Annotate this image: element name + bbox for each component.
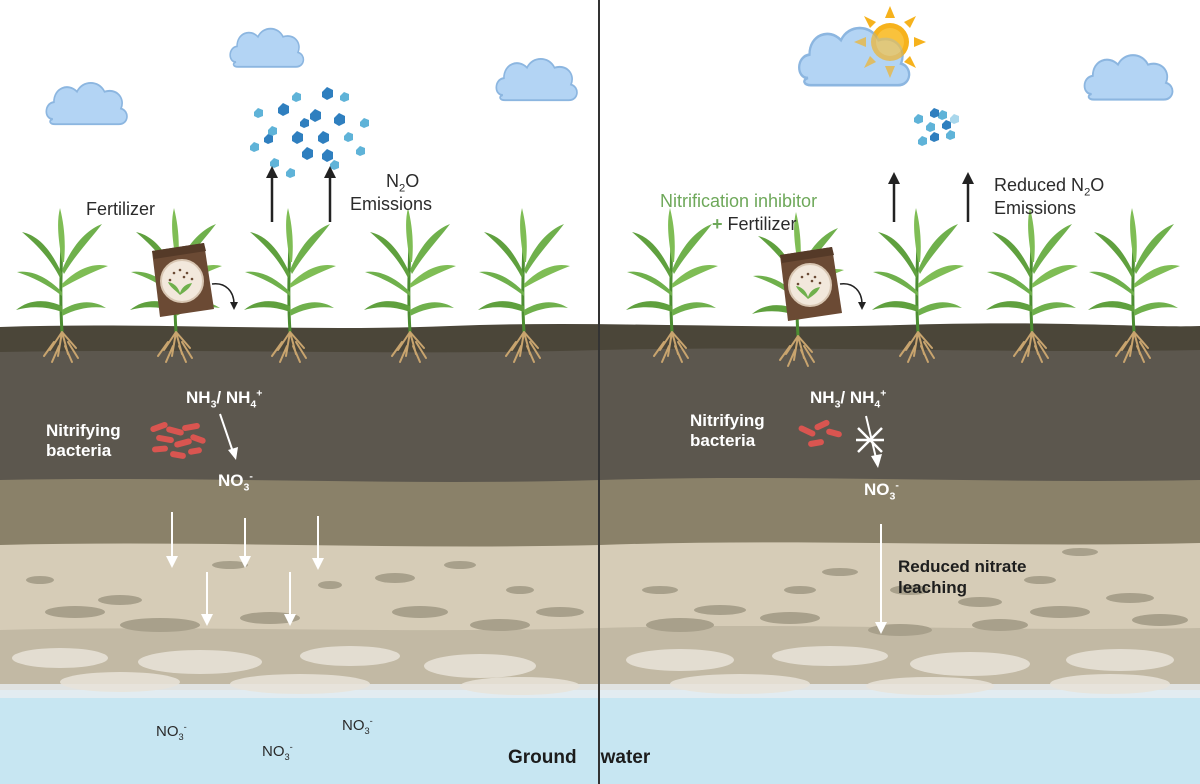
emission-arrows: [266, 166, 974, 222]
lower-stones: [12, 646, 1174, 695]
water-nitrate-label: NO3-: [156, 722, 187, 742]
nitrate-label: NO3-: [864, 479, 899, 503]
nitrification-arrows: [219, 413, 882, 468]
cloud-icon: [45, 26, 1174, 126]
nitrate-label: NO3-: [218, 470, 253, 494]
molecule-icon: [250, 87, 959, 178]
leaching-arrows: [166, 512, 887, 634]
bacteria-icon: [150, 419, 842, 459]
reduced-emissions-label: Emissions: [994, 198, 1077, 218]
ammonia-label: NH3/ NH4+: [810, 387, 887, 411]
emissions-label: Emissions: [350, 194, 433, 214]
reduced-n2o-label: Reduced N2O: [994, 175, 1105, 199]
inhibitor-fertilizer-label: + Fertilizer: [712, 214, 797, 234]
ammonia-label: NH3/ NH4+: [186, 387, 263, 411]
water-nitrate-label: NO3-: [342, 716, 373, 736]
inhibitor-label: Nitrification inhibitor: [660, 191, 818, 211]
n2o-label: N2O: [386, 171, 420, 195]
fertilizer-label: Fertilizer: [86, 199, 156, 219]
water-nitrate-label: NO3-: [262, 742, 293, 762]
blocked-icon: [856, 427, 884, 453]
fertilizer-bag-icon: [151, 242, 866, 322]
